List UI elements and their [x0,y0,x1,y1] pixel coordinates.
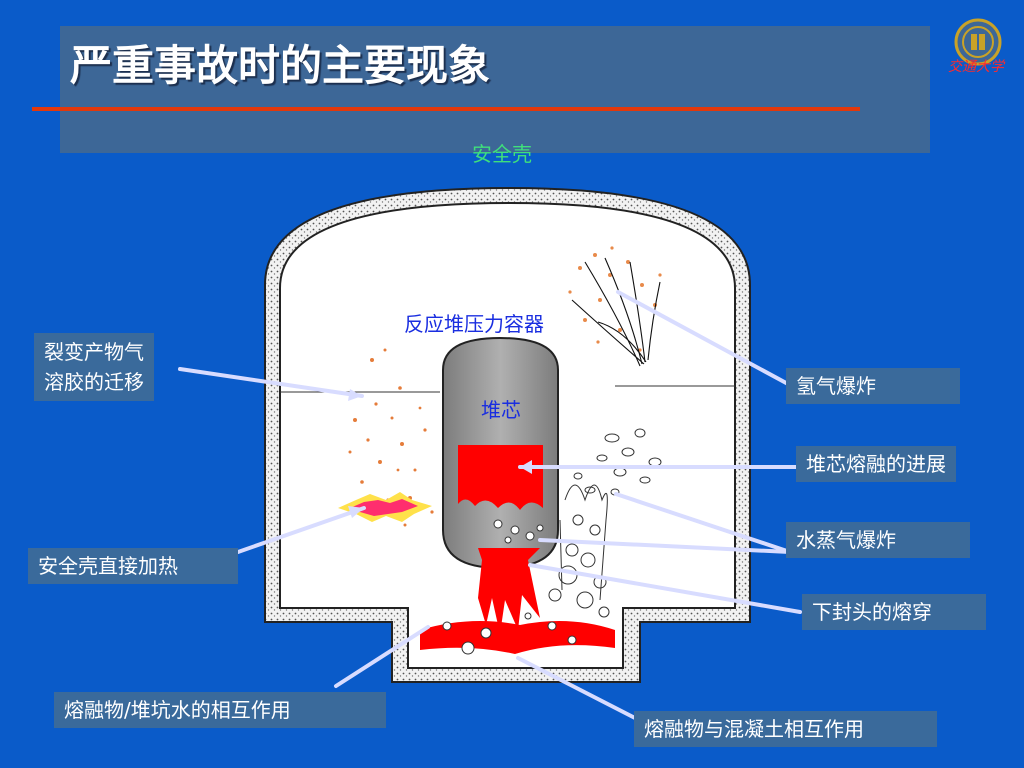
hydrogen-burst [568,246,662,367]
callout-steam: 水蒸气爆炸 [786,522,970,558]
melt-jet [478,548,540,634]
molten-core [458,445,543,510]
aerosol-cloud [348,348,434,527]
callout-arrowheads [348,389,532,518]
vessel-label: 反应堆压力容器 [404,312,544,336]
direct-heating-flash [338,492,432,522]
callout-direct-heating: 安全壳直接加热 [28,548,238,584]
callout-aerosol-line2: 溶胶的迁移 [44,370,144,394]
university-logo-icon [954,18,1002,66]
callout-melt-concrete: 熔融物与混凝土相互作用 [634,711,937,747]
cavity-melt-pool [420,612,615,655]
steam-bubbles [548,428,662,618]
callout-aerosol-line1: 裂变产物气 [44,340,144,364]
page-title: 严重事故时的主要现象 [70,41,491,90]
callout-aerosol: 裂变产物气 溶胶的迁移 [34,333,154,401]
title-underline [32,107,860,111]
logo-text: 交通大学 [948,59,1004,75]
core-label: 堆芯 [481,398,521,422]
callout-arrows [178,290,802,720]
callout-core-melt: 堆芯熔融的进展 [796,446,956,482]
core-debris [493,519,544,544]
callout-melt-water: 熔融物/堆坑水的相互作用 [54,692,386,728]
title-panel [60,26,930,153]
callout-hydrogen: 氢气爆炸 [786,368,960,404]
steam-plume [559,484,608,601]
callout-lower-head: 下封头的熔穿 [802,594,986,630]
containment-label: 安全壳 [472,142,532,166]
